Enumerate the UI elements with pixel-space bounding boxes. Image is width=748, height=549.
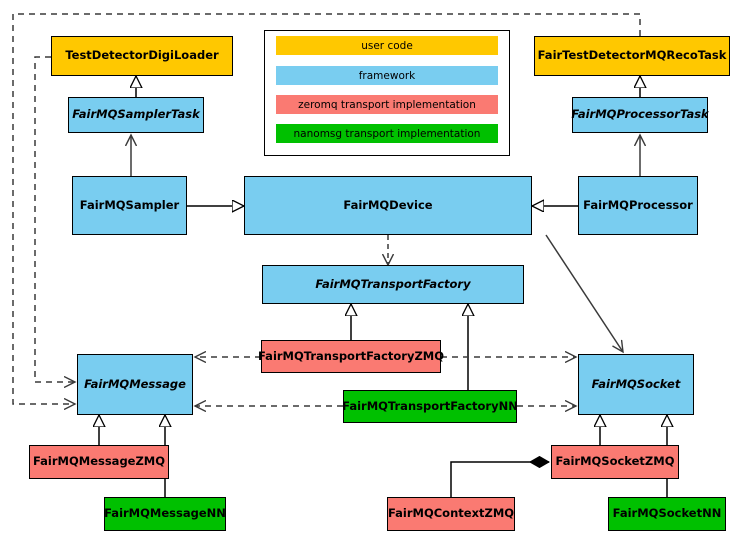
class-node-fairmqdevice[interactable]: FairMQDevice xyxy=(244,176,532,235)
legend-item-framework: framework xyxy=(276,66,498,85)
class-node-fairmqsocket[interactable]: FairMQSocket xyxy=(578,354,694,415)
class-label: FairMQSocketNN xyxy=(612,506,722,521)
class-label: FairMQSocket xyxy=(591,376,681,391)
class-label: FairMQSamplerTask xyxy=(72,107,200,122)
class-node-fairmqtransportfactory[interactable]: FairMQTransportFactory xyxy=(262,265,524,304)
legend-label-framework: framework xyxy=(358,69,416,82)
class-label: FairMQContextZMQ xyxy=(387,506,515,521)
legend-label-nanomsg: nanomsg transport implementation xyxy=(293,127,481,140)
class-node-fairmqsocketzmq[interactable]: FairMQSocketZMQ xyxy=(551,445,679,479)
legend-item-zeromq: zeromq transport implementation xyxy=(276,95,498,114)
class-node-fairtestdetectormqrecotask[interactable]: FairTestDetectorMQRecoTask xyxy=(534,36,730,76)
class-node-fairmqmessagenn[interactable]: FairMQMessageNN xyxy=(104,497,226,531)
edge-device-socket xyxy=(545,234,623,352)
class-node-testdetectordigiloader[interactable]: TestDetectorDigiLoader xyxy=(51,36,233,76)
class-label: FairMQSocketZMQ xyxy=(555,454,675,469)
edge-contextzmq-socketzmq xyxy=(450,462,549,497)
class-label: FairMQTransportFactoryNN xyxy=(342,398,518,413)
class-node-fairmqprocessor[interactable]: FairMQProcessor xyxy=(578,176,698,235)
class-label: FairMQTransportFactory xyxy=(315,276,471,291)
class-label: FairTestDetectorMQRecoTask xyxy=(537,48,727,63)
class-node-fairmqsampler[interactable]: FairMQSampler xyxy=(72,176,187,235)
class-label: FairMQMessage xyxy=(84,376,186,391)
class-node-fairmqsamplertask[interactable]: FairMQSamplerTask xyxy=(68,97,204,133)
legend-label-user-code: user code xyxy=(361,39,413,52)
class-node-fairmqtransportfactorynn[interactable]: FairMQTransportFactoryNN xyxy=(342,390,518,423)
legend-item-nanomsg: nanomsg transport implementation xyxy=(276,124,498,143)
class-label: FairMQDevice xyxy=(343,197,433,212)
class-label: FairMQMessageZMQ xyxy=(32,454,166,469)
class-label: FairMQSampler xyxy=(79,197,180,212)
class-label: FairMQTransportFactoryZMQ xyxy=(258,348,445,363)
class-label: TestDetectorDigiLoader xyxy=(65,48,219,63)
legend-item-user-code: user code xyxy=(276,36,498,55)
class-node-fairmqprocessortask[interactable]: FairMQProcessorTask xyxy=(571,97,709,133)
class-node-fairmqcontextzmq[interactable]: FairMQContextZMQ xyxy=(387,497,515,531)
legend-label-zeromq: zeromq transport implementation xyxy=(298,98,476,111)
class-label: FairMQProcessorTask xyxy=(571,107,709,122)
class-node-fairmqmessage[interactable]: FairMQMessage xyxy=(77,354,193,415)
class-node-fairmqtransportfactoryzmq[interactable]: FairMQTransportFactoryZMQ xyxy=(258,340,445,373)
class-label: FairMQProcessor xyxy=(583,197,693,212)
class-label: FairMQMessageNN xyxy=(104,506,226,521)
class-node-fairmqsocketnn[interactable]: FairMQSocketNN xyxy=(608,497,726,531)
class-node-fairmqmessagezmq[interactable]: FairMQMessageZMQ xyxy=(29,445,169,479)
